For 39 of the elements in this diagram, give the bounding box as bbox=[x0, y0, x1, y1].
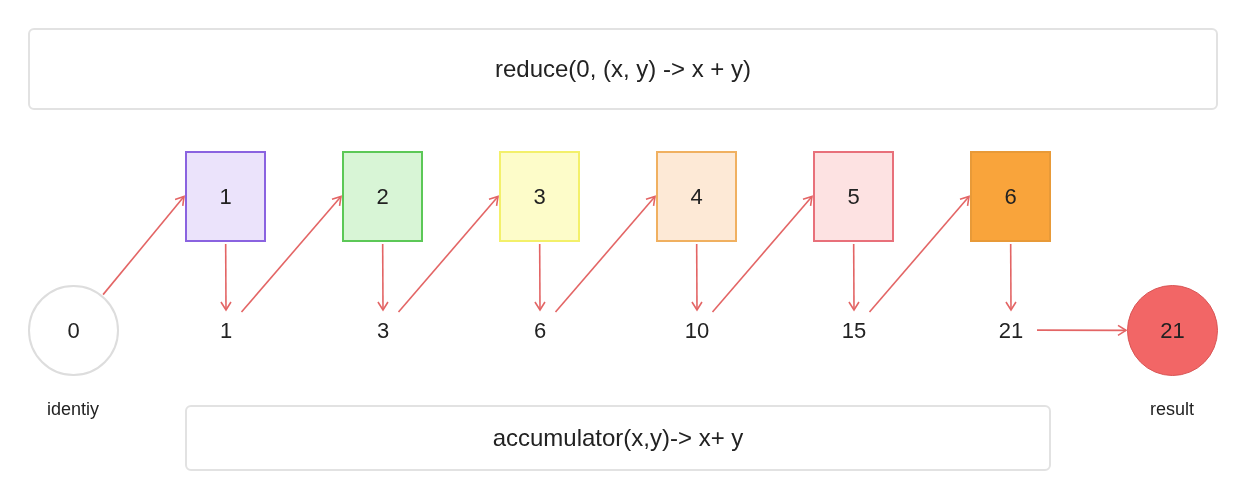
value-box bbox=[813, 151, 894, 242]
box-label: 1 bbox=[219, 183, 232, 211]
arrow bbox=[534, 243, 546, 311]
accumulated-value: 10 bbox=[684, 316, 710, 345]
arrow bbox=[220, 243, 232, 311]
arrow bbox=[102, 195, 185, 296]
node-caption: identiy bbox=[47, 398, 99, 421]
accumulated-value: 6 bbox=[533, 316, 547, 345]
value-box bbox=[656, 151, 737, 242]
arrow bbox=[711, 195, 813, 313]
box-label: 0 bbox=[67, 317, 80, 345]
box-label: 4 bbox=[690, 183, 703, 211]
value-box bbox=[970, 151, 1051, 242]
accumulated-value: 21 bbox=[998, 316, 1024, 345]
arrow bbox=[868, 195, 970, 313]
accumulated-value: 3 bbox=[376, 316, 390, 345]
arrow bbox=[691, 243, 703, 311]
formula-box bbox=[28, 28, 1218, 110]
accumulated-value: 1 bbox=[219, 316, 233, 345]
box-label: reduce(0, (x, y) -> x + y) bbox=[494, 54, 752, 84]
box-label: 2 bbox=[376, 183, 389, 211]
arrow bbox=[1005, 243, 1017, 311]
box-label: accumulator(x,y)-> x+ y bbox=[492, 423, 744, 453]
node-caption: result bbox=[1150, 398, 1194, 421]
arrow bbox=[397, 195, 499, 313]
arrow bbox=[240, 195, 342, 313]
value-box bbox=[185, 151, 266, 242]
formula-box bbox=[185, 405, 1051, 471]
arrow bbox=[1036, 324, 1127, 337]
box-label: 3 bbox=[533, 183, 546, 211]
arrow bbox=[554, 195, 656, 313]
accumulated-value: 15 bbox=[841, 316, 867, 345]
arrow bbox=[377, 243, 389, 311]
box-label: 21 bbox=[1160, 317, 1185, 345]
value-box bbox=[499, 151, 580, 242]
box-label: 6 bbox=[1004, 183, 1017, 211]
box-label: 5 bbox=[847, 183, 860, 211]
arrow bbox=[848, 243, 860, 311]
value-box bbox=[342, 151, 423, 242]
